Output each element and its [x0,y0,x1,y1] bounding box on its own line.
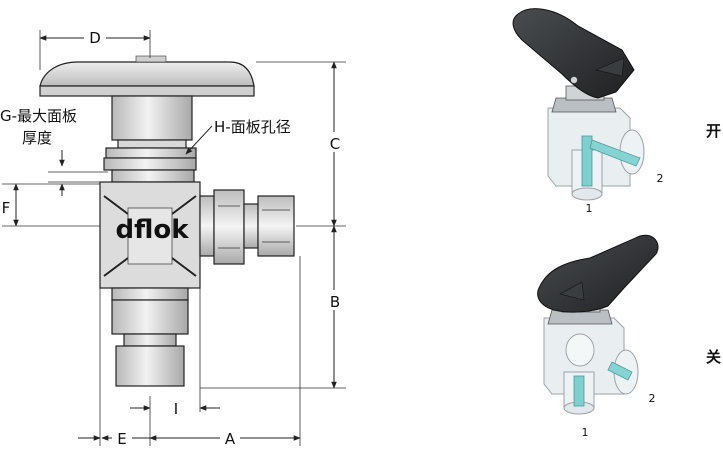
technical-drawing: dflok D G-最大面板 厚度 H-面板孔径 C [0,28,346,448]
dimension-f: F [0,183,100,227]
panel-nut [103,139,197,183]
label-g: G-最大面板 [0,107,77,125]
side-fitting [199,189,295,265]
dimension-e: E [78,428,150,448]
dimension-a: A [149,428,301,448]
label-d: D [89,29,101,47]
closed-state-illustration: 1 2 [537,234,659,439]
bottom-fitting [111,287,189,387]
label-a: A [225,430,236,448]
label-i: I [174,400,178,418]
label-c: C [330,135,340,153]
label-g-thickness: 厚度 [22,129,52,147]
label-f: F [2,199,11,217]
label-e: E [117,430,126,448]
label-b: B [330,293,340,311]
open-label: 开 [706,122,721,140]
closed-port-1: 1 [582,426,589,439]
open-state-illustration: 1 2 [512,8,664,215]
close-label: 关 [706,348,721,366]
closed-port-2: 2 [649,392,656,405]
brand-logo: dflok [115,215,189,245]
panel-handle [39,55,255,141]
open-port-1: 1 [586,202,593,215]
label-h: H-面板孔径 [214,118,291,136]
dimension-b: B [200,225,346,389]
dimension-i: I [130,400,220,418]
open-port-2: 2 [657,172,664,185]
dimension-c: C [256,61,346,227]
dimension-d: D [39,28,151,70]
